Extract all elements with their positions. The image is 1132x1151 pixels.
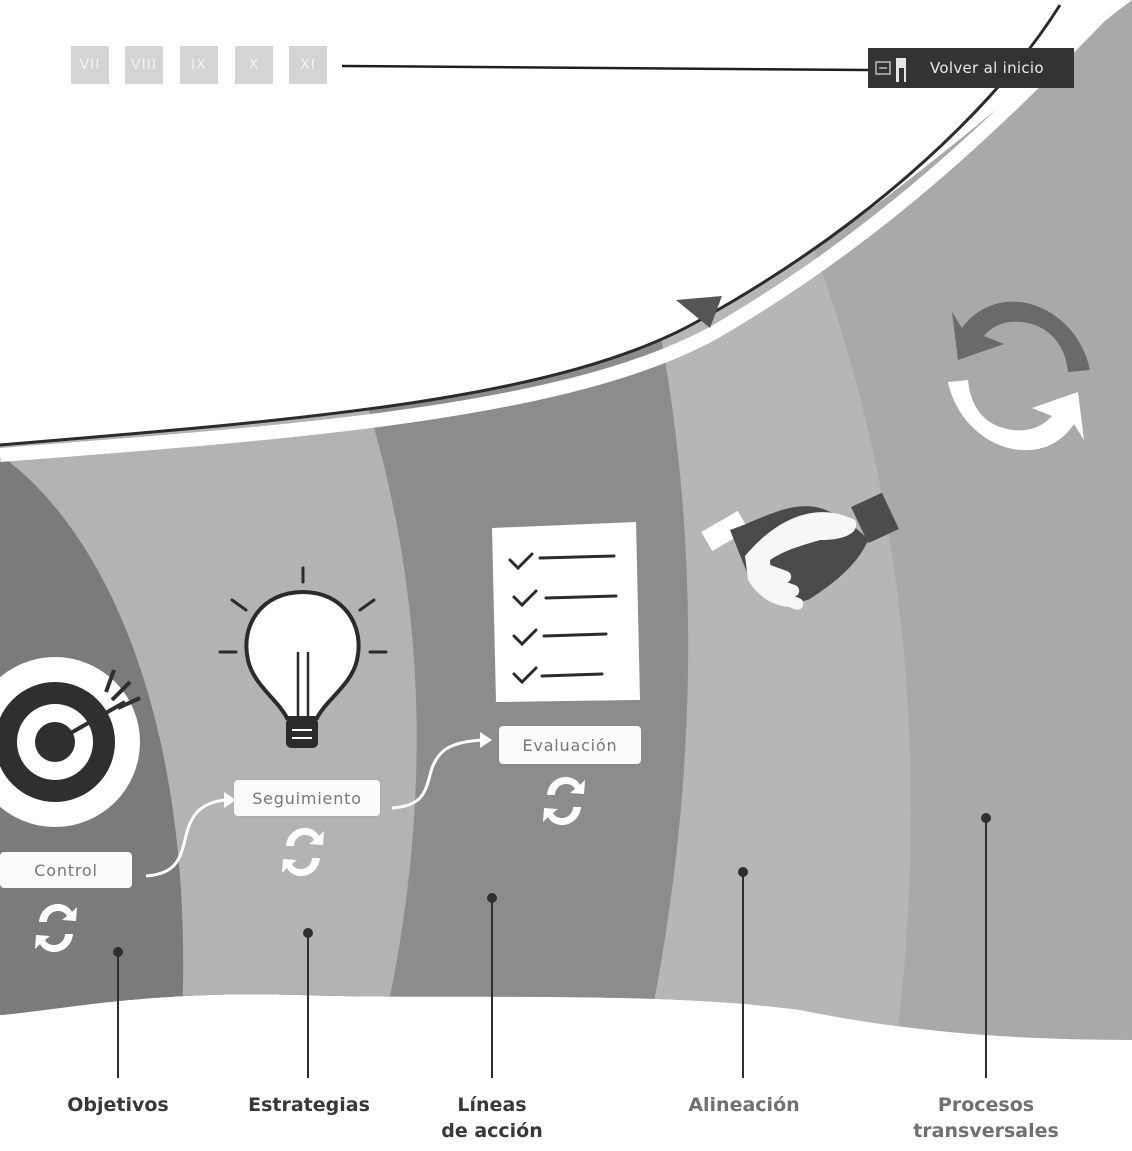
dot-procesos	[981, 813, 991, 823]
dot-lineas	[487, 893, 497, 903]
arrowhead-evaluacion	[480, 732, 492, 748]
label-objetivos: Objetivos	[67, 1094, 169, 1116]
label-lineas-line2: de acción	[441, 1120, 543, 1142]
pointer-lines	[117, 818, 987, 1078]
label-estrategias: Estrategias	[248, 1094, 370, 1116]
nav-section-xi[interactable]: XI	[289, 46, 327, 84]
home-button[interactable]: Volver al inicio	[868, 48, 1074, 88]
label-procesos-transversales: Procesos transversales	[898, 1092, 1074, 1144]
label-procesos-line1: Procesos	[937, 1094, 1035, 1116]
target-icon	[0, 657, 141, 827]
tag-seguimiento: Seguimiento	[234, 780, 380, 816]
bottom-white-wave	[0, 997, 1132, 1151]
nav-section-viii[interactable]: VIII	[125, 46, 163, 84]
label-lineas-line1: Líneas	[457, 1094, 527, 1116]
curve-outline	[0, 4, 1062, 447]
tag-evaluacion: Evaluación	[499, 726, 641, 764]
nav-section-vii[interactable]: VII	[71, 46, 109, 84]
home-icon	[874, 54, 908, 82]
dot-estrategias	[303, 928, 313, 938]
home-button-label: Volver al inicio	[930, 59, 1044, 77]
refresh-icon-large	[948, 301, 1090, 451]
arrow-seguimiento-evaluacion	[391, 738, 483, 810]
arrowhead-seguimiento	[224, 792, 236, 808]
nav-line	[341, 64, 869, 72]
nav-section-ix[interactable]: IX	[180, 46, 218, 84]
curve-white-strip	[0, 0, 1125, 462]
arrow-control-seguimiento	[145, 798, 226, 878]
refresh-icon-control	[35, 903, 77, 953]
refresh-icon-evaluacion	[543, 776, 585, 826]
label-procesos-line2: transversales	[913, 1120, 1059, 1142]
checklist-icon	[492, 522, 640, 702]
nav-section-x[interactable]: X	[235, 46, 273, 84]
label-alineacion: Alineación	[688, 1094, 800, 1116]
refresh-icon-seguimiento	[282, 827, 324, 877]
curve-marker-icon	[676, 296, 722, 328]
label-lineas-de-accion: Líneas de acción	[421, 1092, 563, 1144]
dot-objetivos	[113, 947, 123, 957]
flow-arrows	[145, 738, 483, 878]
top-white-area	[0, 0, 1132, 438]
tag-control: Control	[0, 852, 132, 888]
handshake-icon	[701, 492, 899, 610]
lightbulb-icon	[218, 566, 388, 748]
dot-alineacion	[738, 867, 748, 877]
